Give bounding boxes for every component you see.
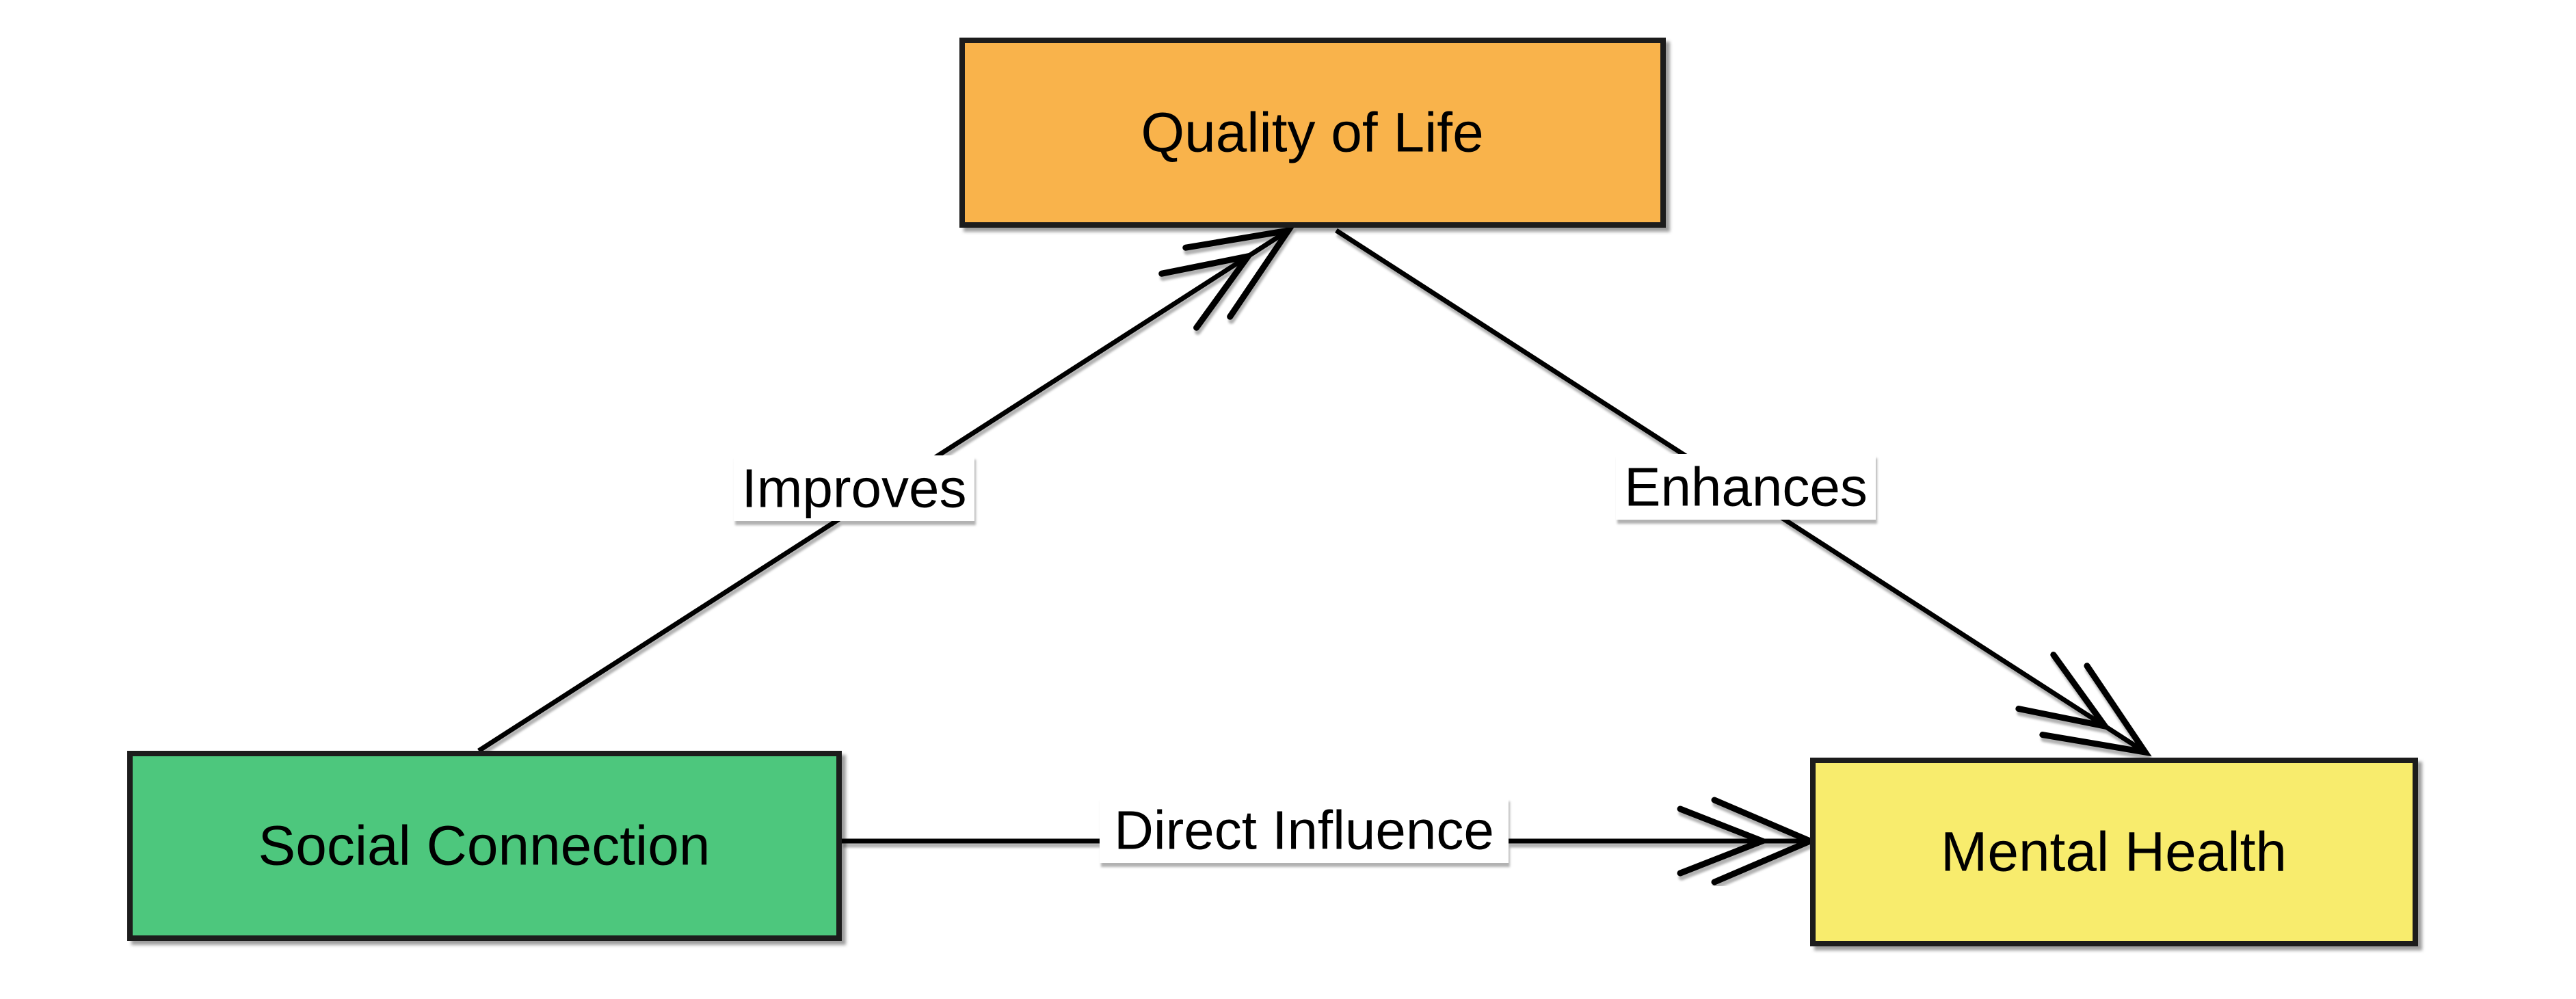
edge-direct-influence-label-plate (1100, 797, 1509, 863)
node-quality-of-life-box[interactable] (959, 38, 1666, 228)
node-quality-of-life[interactable]: Quality of Life (959, 38, 1666, 228)
node-mental-health-label: Mental Health (1941, 821, 2287, 883)
node-quality-of-life-label: Quality of Life (1141, 102, 1483, 164)
edge-direct-influence-label[interactable]: Direct Influence (1114, 800, 1494, 861)
edge-improves[interactable]: Improves (477, 226, 1295, 753)
node-social-connection-label: Social Connection (258, 815, 711, 877)
node-mental-health[interactable]: Mental Health (1810, 758, 2418, 946)
edge-improves-label-plate (734, 455, 974, 521)
edge-direct-influence[interactable]: Direct Influence (842, 797, 1818, 885)
edge-enhances[interactable]: Enhances (1335, 228, 2152, 757)
node-social-connection[interactable]: Social Connection (127, 751, 842, 941)
node-social-connection-box[interactable] (127, 751, 842, 941)
edge-enhances-label-plate (1616, 454, 1876, 520)
edge-enhances-label[interactable]: Enhances (1624, 457, 1868, 518)
edge-improves-label[interactable]: Improves (742, 458, 967, 519)
node-mental-health-box[interactable] (1810, 758, 2418, 946)
